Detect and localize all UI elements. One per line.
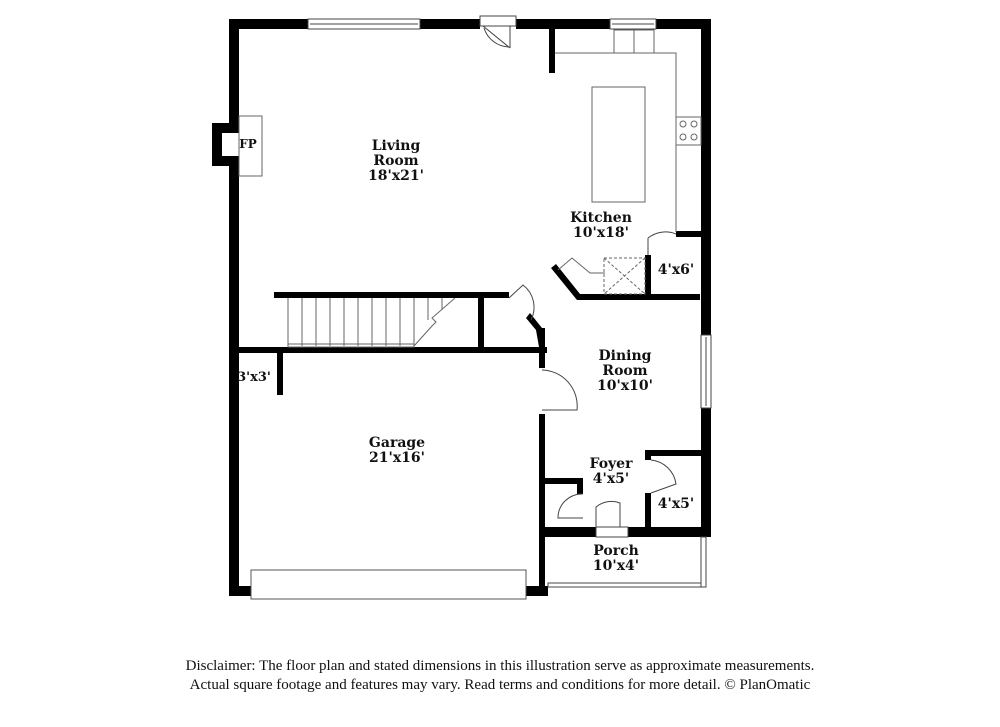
garage-closet-label: 3'x3' [237, 370, 271, 385]
foyer-label: Foyer 4'x5' [590, 457, 633, 487]
kitchen-fixtures [238, 29, 702, 295]
foyer-closet-dims: 4'x5' [657, 496, 695, 512]
garage-dims: 21'x16' [369, 450, 425, 466]
foyer-closet-label: 4'x5' [658, 497, 694, 512]
dining-room-name-1: Dining [598, 348, 652, 364]
porch-name: Porch [593, 543, 639, 559]
porch-dims: 10'x4' [592, 558, 640, 574]
living-room-name-2: Room [373, 153, 419, 169]
foyer-name: Foyer [589, 456, 633, 472]
disclaimer-line-2: Actual square footage and features may v… [189, 677, 811, 693]
dining-room-label: Dining Room 10'x10' [597, 349, 653, 394]
living-room-label: Living Room 18'x21' [368, 139, 424, 184]
garage-door [250, 569, 527, 600]
porch-label: Porch 10'x4' [593, 544, 639, 574]
dining-room-dims: 10'x10' [597, 378, 653, 394]
garage-name: Garage [368, 435, 426, 451]
living-room-dims: 18'x21' [368, 168, 424, 184]
exterior-walls [212, 19, 711, 596]
pantry-label: 4'x6' [658, 263, 694, 278]
kitchen-label: Kitchen 10'x18' [570, 211, 632, 241]
garage-closet-dims: 3'x3' [237, 370, 271, 385]
stairs [287, 297, 456, 348]
doors [479, 15, 677, 538]
windows [307, 18, 712, 588]
kitchen-name: Kitchen [570, 210, 632, 226]
kitchen-dims: 10'x18' [573, 225, 629, 241]
garage-label: Garage 21'x16' [369, 436, 425, 466]
fireplace-label: FP [239, 137, 257, 151]
foyer-dims: 4'x5' [592, 471, 630, 487]
disclaimer-line-1: Disclaimer: The floor plan and stated di… [185, 658, 815, 674]
living-room-name-1: Living [371, 138, 421, 154]
dining-room-name-2: Room [602, 363, 648, 379]
pantry-dims: 4'x6' [657, 262, 695, 278]
